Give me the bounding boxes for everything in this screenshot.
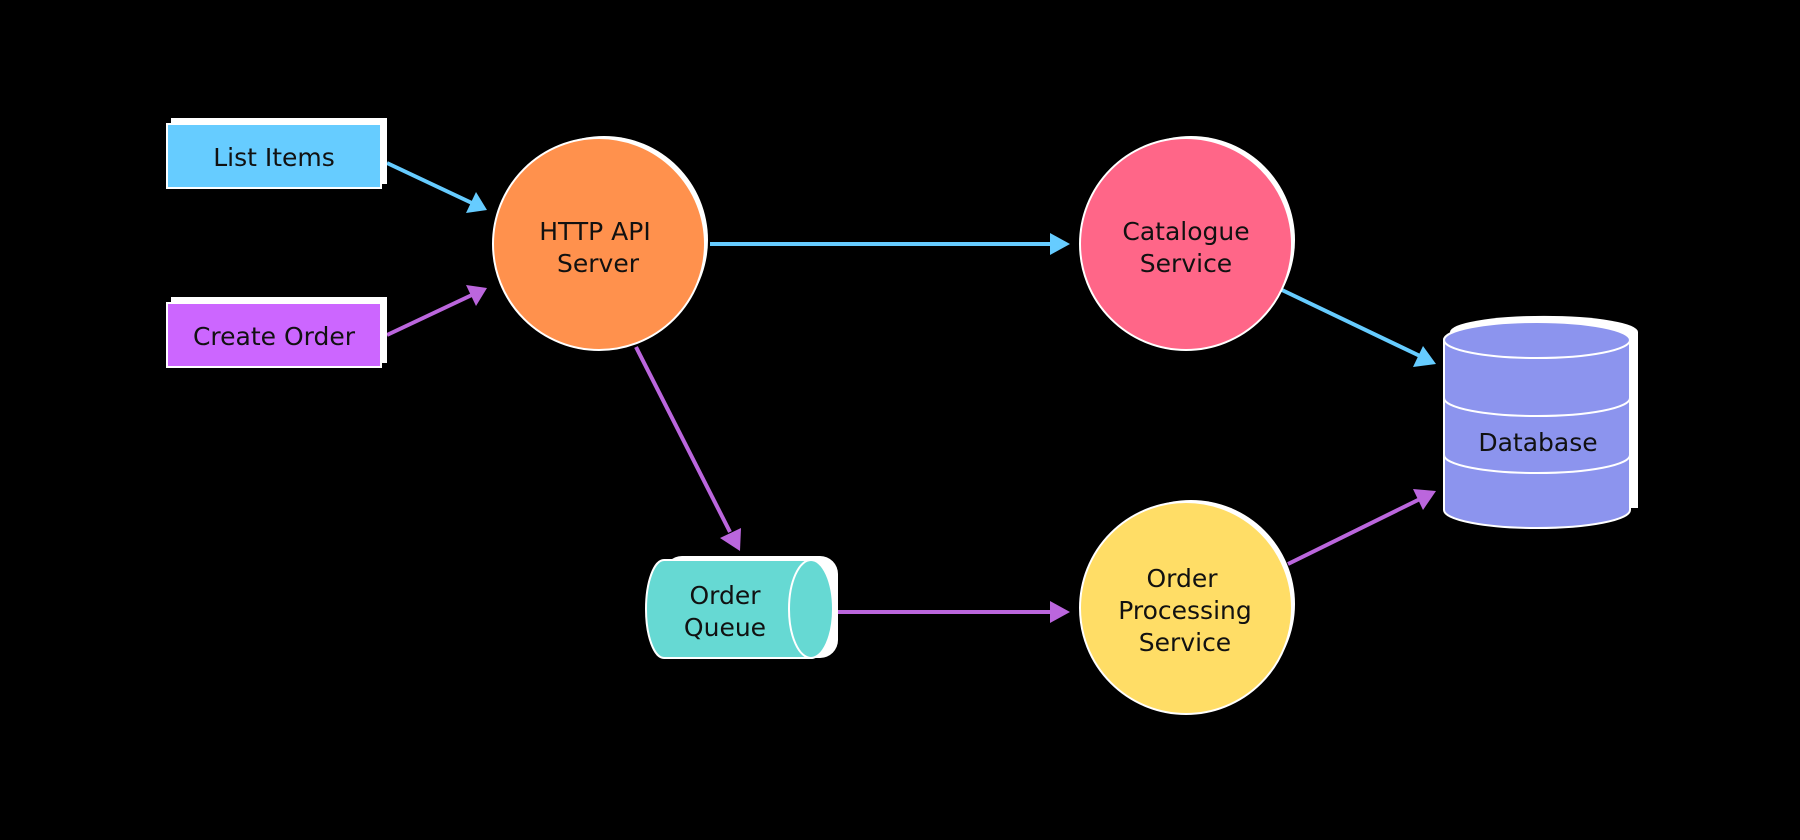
- arrowhead-list-items-to-http-api: [466, 192, 487, 213]
- catalogue-service-label-line-2: Service: [1140, 249, 1232, 278]
- order-processing-service-label-line-1: Order: [1146, 564, 1218, 593]
- order-processing-service-circle: [1079, 501, 1293, 715]
- list-items-node: List Items: [166, 118, 387, 189]
- catalogue-service-label-line-1: Catalogue: [1122, 217, 1249, 246]
- edge-create-order-to-http-api: [386, 292, 475, 337]
- edge-catalogue-to-database: [1281, 288, 1421, 358]
- arrowhead-create-order-to-http-api: [466, 285, 487, 306]
- order-queue-label-line-1: Order: [689, 581, 761, 610]
- arrowhead-http-api-to-catalogue: [1050, 233, 1070, 255]
- database-band-2: [1443, 454, 1631, 474]
- http-api-server-label-line-2: Server: [557, 249, 640, 278]
- list-items-box: [166, 123, 382, 189]
- create-order-box: [166, 302, 382, 368]
- create-order-label: Create Order: [193, 322, 356, 351]
- http-api-server-node: HTTP API Server: [492, 136, 708, 351]
- list-items-label: List Items: [213, 143, 335, 172]
- database-label: Database: [1478, 428, 1597, 457]
- order-processing-service-node: Order Processing Service: [1079, 500, 1295, 715]
- http-api-server-label-line-1: HTTP API: [539, 217, 650, 246]
- edge-order-processing-to-database: [1287, 497, 1421, 566]
- http-api-server-circle: [492, 137, 706, 351]
- edge-list-items-to-http-api: [386, 161, 475, 206]
- database-node: Database: [1443, 315, 1638, 529]
- arrowhead-catalogue-to-database: [1413, 346, 1436, 367]
- order-queue-node: Order Queue: [645, 556, 838, 659]
- create-order-node: Create Order: [166, 297, 387, 368]
- arrowhead-order-processing-to-database: [1413, 489, 1436, 510]
- catalogue-service-node: Catalogue Service: [1079, 136, 1295, 351]
- order-queue-label-line-2: Queue: [684, 613, 766, 642]
- arrowhead-order-queue-to-order-processing: [1050, 601, 1070, 623]
- database-top: [1443, 321, 1631, 359]
- arrowhead-http-api-to-order-queue: [720, 528, 741, 551]
- database-band-1: [1443, 397, 1631, 417]
- order-processing-service-label-line-3: Service: [1139, 628, 1231, 657]
- connections: [386, 161, 1436, 623]
- order-queue-end-cap: [788, 559, 834, 659]
- catalogue-service-circle: [1079, 137, 1293, 351]
- order-processing-service-label-line-2: Processing: [1118, 596, 1252, 625]
- edge-http-api-to-order-queue: [634, 346, 732, 533]
